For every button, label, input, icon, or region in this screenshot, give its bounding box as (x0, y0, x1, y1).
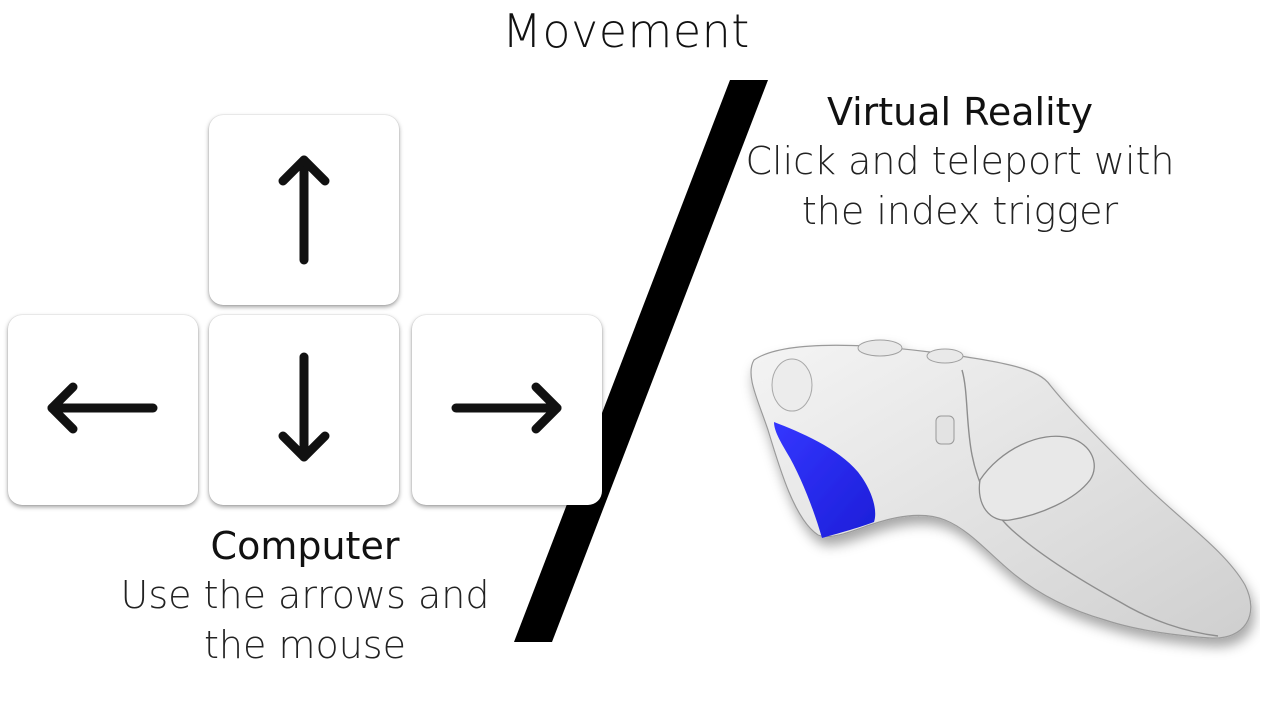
controller-top-button (857, 339, 903, 357)
vr-controller-icon (750, 339, 1252, 639)
controller-top-button-2 (926, 348, 964, 364)
arrow-down-key[interactable] (209, 315, 399, 505)
vr-caption: Virtual Reality Click and teleport with … (740, 88, 1180, 236)
computer-heading: Computer (210, 524, 400, 568)
computer-description-line1: Use the arrows and (120, 573, 490, 617)
arrow-up-key[interactable] (209, 115, 399, 305)
arrow-right-icon (451, 382, 562, 434)
arrow-right-key[interactable] (412, 315, 602, 505)
arrow-left-key[interactable] (8, 315, 198, 505)
vr-heading: Virtual Reality (826, 90, 1094, 134)
controller-thumb-pad (771, 358, 813, 412)
page-title: Movement (502, 4, 750, 58)
arrow-up-icon (278, 155, 330, 265)
index-trigger[interactable] (774, 422, 876, 538)
controller-grip-button (978, 435, 1095, 521)
computer-description-line2: the mouse (204, 623, 406, 667)
computer-caption: Computer Use the arrows and the mouse (110, 522, 500, 670)
controller-side-button (935, 415, 955, 445)
arrow-left-icon (47, 382, 158, 434)
vr-description-line1: Click and teleport with (745, 139, 1175, 183)
vr-description-line2: the index trigger (801, 189, 1119, 233)
arrow-down-icon (278, 352, 330, 462)
